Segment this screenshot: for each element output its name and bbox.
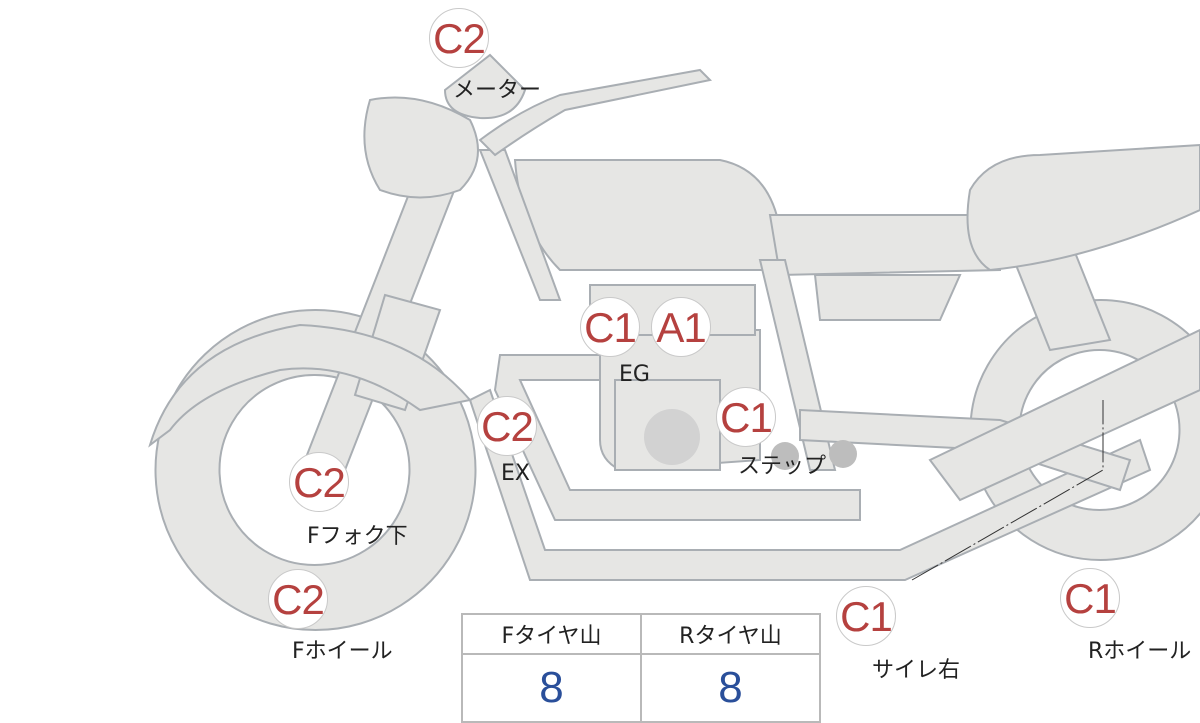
grade-badge-engine-a1: A1 (651, 297, 711, 357)
front-tire-value: 8 (462, 654, 641, 722)
rear-tire-header: Rタイヤ山 (641, 614, 820, 654)
label-engine: EG (619, 362, 650, 387)
label-front-fork: Fフォク下 (307, 518, 408, 550)
front-tire-header: Fタイヤ山 (462, 614, 641, 654)
tire-tread-table: Fタイヤ山 Rタイヤ山 8 8 (461, 613, 821, 723)
label-silencer: サイレ右 (872, 652, 960, 684)
grade-badge-rear-wheel: C1 (1060, 568, 1120, 628)
rear-tire-value: 8 (641, 654, 820, 722)
seat (968, 145, 1200, 270)
tank (515, 160, 780, 270)
label-step: ステップ (738, 448, 826, 480)
grade-badge-front-wheel: C2 (268, 569, 328, 629)
grade-badge-front-fork: C2 (289, 452, 349, 512)
grade-badge-meter: C2 (429, 8, 489, 68)
engine-cover (644, 409, 700, 465)
label-front-wheel: Fホイール (292, 633, 393, 665)
air-box (815, 275, 960, 320)
side-cover (770, 215, 1000, 275)
label-rear-wheel: Rホイール (1088, 633, 1191, 665)
grade-badge-step: C1 (716, 387, 776, 447)
step-peg (829, 440, 857, 468)
label-meter: メーター (453, 72, 541, 104)
grade-badge-exhaust: C2 (477, 396, 537, 456)
label-exhaust: EX (501, 461, 530, 486)
grade-badge-engine: C1 (580, 297, 640, 357)
grade-badge-silencer: C1 (836, 586, 896, 646)
